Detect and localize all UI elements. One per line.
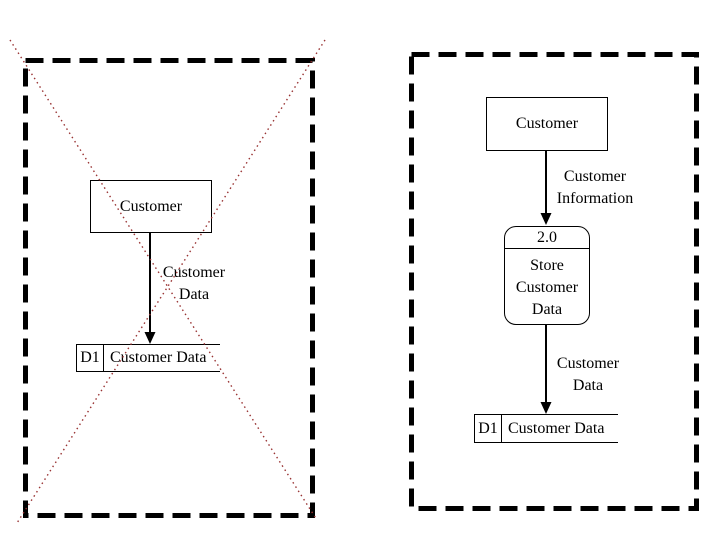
process-box: 2.0 Store Customer Data [504,226,590,325]
right-flow2-arrowhead [540,402,552,414]
right-flow1-arrowhead [540,213,552,225]
datastore-right: D1 Customer Data [474,414,618,443]
left-flow-label: Customer Data [162,264,226,303]
external-entity-right: Customer [486,97,608,151]
datastore-right-id: D1 [475,415,502,442]
external-entity-left: Customer [90,180,212,233]
left-flow-arrowhead [144,332,156,344]
external-entity-left-label: Customer [119,197,183,215]
datastore-left-id: D1 [77,345,104,371]
process-number: 2.0 [505,227,589,249]
process-name: Store Customer Data [515,257,579,318]
right-flow2-label: Customer Data [556,355,620,394]
external-entity-right-label: Customer [515,115,579,132]
datastore-right-name: Customer Data [508,419,605,437]
right-flow1-label: Customer Information [556,168,634,207]
datastore-left: D1 Customer Data [76,344,220,372]
datastore-left-name: Customer Data [110,349,207,366]
